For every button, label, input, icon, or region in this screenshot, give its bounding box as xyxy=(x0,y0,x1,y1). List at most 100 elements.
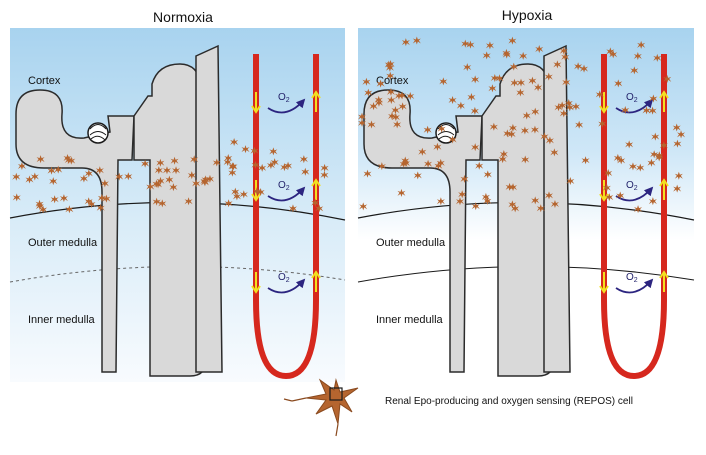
repos-cell-icon xyxy=(190,155,199,164)
repos-cell-icon xyxy=(228,168,237,177)
repos-cell-icon xyxy=(482,51,491,60)
vasa-recta-vessel xyxy=(601,54,667,380)
repos-cell-icon xyxy=(433,142,442,151)
repos-cell-cluster xyxy=(12,138,329,214)
repos-cell-icon xyxy=(369,102,378,111)
repos-cell-icon xyxy=(84,169,93,178)
repos-cell-icon xyxy=(463,63,472,72)
o2-label: O xyxy=(626,180,634,191)
repos-cell-icon xyxy=(39,205,48,214)
repos-cell-icon xyxy=(406,91,415,100)
o2-label: O xyxy=(278,180,286,191)
svg-text:O2: O2 xyxy=(626,92,638,104)
repos-cell-icon xyxy=(471,143,480,152)
repos-cell-icon xyxy=(609,50,618,59)
repos-cell-icon xyxy=(12,193,21,202)
repos-cell-icon xyxy=(231,187,240,196)
repos-cell-icon xyxy=(561,52,570,61)
repos-cell-icon xyxy=(398,91,407,100)
repos-cell-icon xyxy=(580,64,589,73)
repos-cell-icon xyxy=(461,39,470,48)
o2-label: O xyxy=(626,92,634,103)
repos-cell-icon xyxy=(604,169,613,178)
repos-cell-icon xyxy=(595,90,604,99)
repos-cell-icon xyxy=(241,145,250,154)
repos-cell-icon xyxy=(391,106,400,115)
repos-cell-icon xyxy=(540,132,549,141)
repos-cell-icon xyxy=(564,99,573,108)
o2-label: O xyxy=(626,272,634,283)
repos-cell-icon xyxy=(397,188,406,197)
repos-cell-icon xyxy=(483,196,492,205)
repos-cell-icon xyxy=(499,149,508,158)
repos-cell-icon xyxy=(299,155,308,164)
repos-cell-icon xyxy=(311,198,320,207)
repos-cell-icon xyxy=(488,84,497,93)
repos-cell-icon xyxy=(102,194,111,203)
blood-flow-arrows xyxy=(251,90,321,294)
panel-title: Hypoxia xyxy=(502,7,553,23)
repos-cell-icon xyxy=(423,125,432,134)
repos-cell-icon xyxy=(146,182,155,191)
zone-label-inner-medulla: Inner medulla xyxy=(28,314,96,326)
repos-cell-icon xyxy=(434,161,443,170)
repos-cell-icon xyxy=(413,171,422,180)
repos-cell-icon xyxy=(363,169,372,178)
repos-cell-icon xyxy=(674,171,683,180)
zone-label-cortex: Cortex xyxy=(28,75,61,87)
repos-cell-icon xyxy=(184,197,193,206)
repos-cell-icon xyxy=(647,158,656,167)
repos-cell-icon xyxy=(653,53,662,62)
repos-cell-icon xyxy=(200,178,209,187)
repos-cell-icon xyxy=(192,179,201,188)
svg-text:O2: O2 xyxy=(278,272,290,284)
repos-cell-icon xyxy=(152,197,161,206)
repos-cell-icon xyxy=(284,161,293,170)
repos-cell-icon xyxy=(509,183,518,192)
repos-cell-icon xyxy=(283,378,359,437)
repos-cell-icon xyxy=(485,41,494,50)
repos-cell-icon xyxy=(581,156,590,165)
o2-subscript: 2 xyxy=(286,277,290,284)
repos-cell-icon xyxy=(562,78,571,87)
repos-cell-icon xyxy=(628,162,637,171)
repos-cell-icon xyxy=(250,146,259,155)
repos-cell-icon xyxy=(270,158,279,167)
repos-cell-icon xyxy=(269,147,278,156)
repos-cell-icon xyxy=(50,195,59,204)
repos-cell-icon xyxy=(54,165,63,174)
repos-cell-icon xyxy=(673,184,682,193)
repos-cell-icon xyxy=(12,172,21,181)
repos-cell-icon xyxy=(495,74,504,83)
repos-cell-icon xyxy=(566,177,575,186)
repos-cell-icon xyxy=(633,51,642,60)
repos-cell-icon xyxy=(401,159,410,168)
repos-cell-icon xyxy=(498,155,507,164)
repos-cell-icon xyxy=(377,162,386,171)
repos-cell-icon xyxy=(659,141,668,150)
repos-cell-icon xyxy=(388,112,397,121)
zone-label-inner-medulla: Inner medulla xyxy=(376,314,444,326)
repos-cell-icon xyxy=(559,46,568,55)
repos-cell-icon xyxy=(280,163,289,172)
repos-cell-icon xyxy=(301,167,310,176)
repos-cell-icon xyxy=(460,174,469,183)
repos-cell-icon xyxy=(156,176,165,185)
svg-text:O2: O2 xyxy=(278,180,290,192)
repos-cell-icon xyxy=(152,179,161,188)
repos-cell-icon xyxy=(439,77,448,86)
repos-cell-icon xyxy=(187,171,196,180)
repos-cell-icon xyxy=(602,183,611,192)
repos-cell-icon xyxy=(36,155,45,164)
repos-cell-icon xyxy=(252,187,261,196)
svg-text:O2: O2 xyxy=(626,272,638,284)
repos-cell-icon xyxy=(535,44,544,53)
repos-cell-icon xyxy=(553,60,562,69)
repos-cell-icon xyxy=(223,157,232,166)
zone-label-outer-medulla: Outer medulla xyxy=(376,237,446,249)
repos-cell-icon xyxy=(170,156,179,165)
zone-label-outer-medulla: Outer medulla xyxy=(28,237,98,249)
repos-cell-cluster xyxy=(358,36,686,214)
repos-cell-icon xyxy=(625,140,634,149)
repos-cell-icon xyxy=(169,183,178,192)
